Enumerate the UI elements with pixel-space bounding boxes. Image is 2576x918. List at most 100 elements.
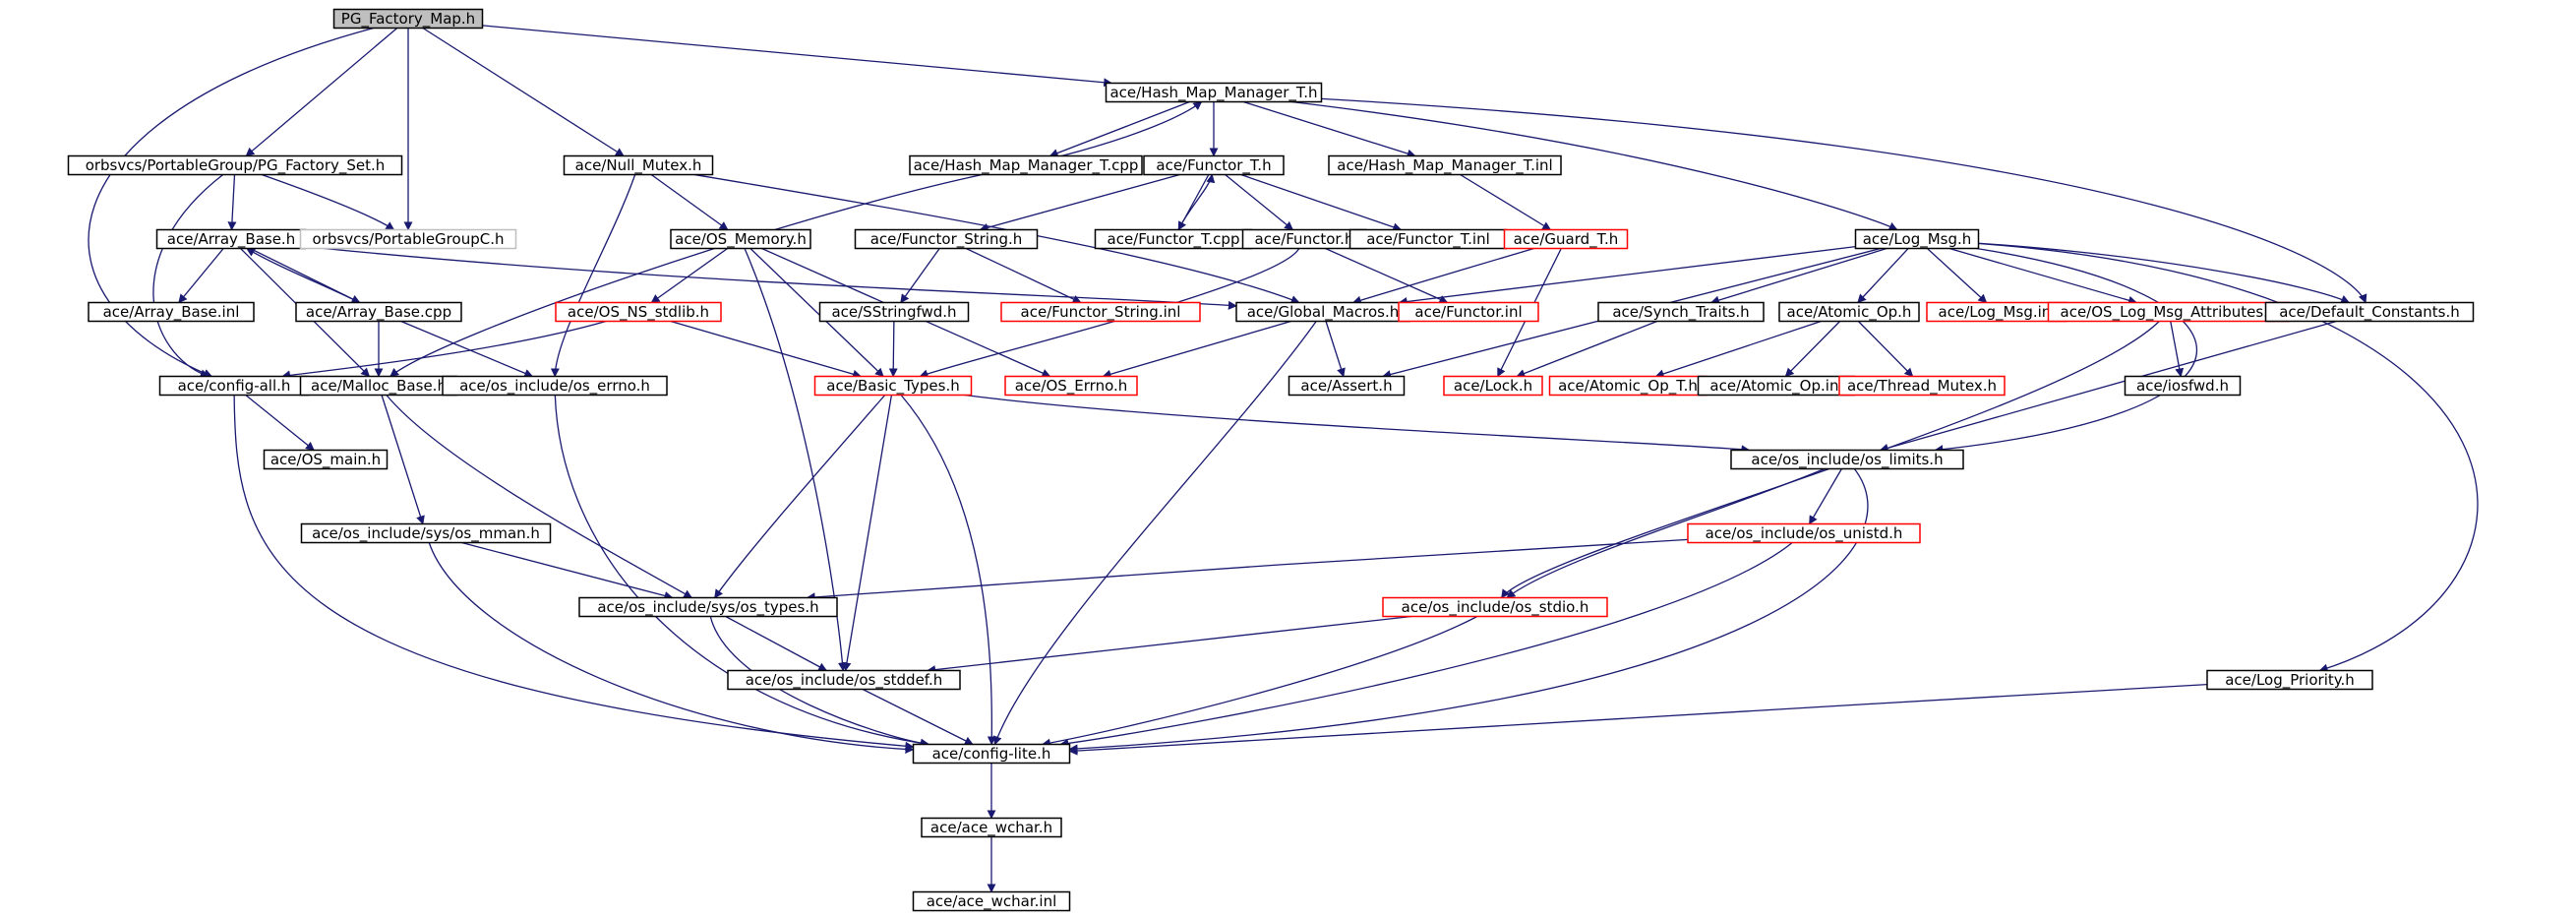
node-atomic_op_h[interactable]: ace/Atomic_Op.h: [1778, 301, 1920, 323]
node-os_limits[interactable]: ace/os_include/os_limits.h: [1730, 449, 1964, 470]
edge-log_msg_h-to-atomic_op_h: [1857, 248, 1909, 304]
node-thread_mutex[interactable]: ace/Thread_Mutex.h: [1838, 375, 2006, 397]
node-synch_traits[interactable]: ace/Synch_Traits.h: [1597, 301, 1765, 323]
edge-pg_factory_set-to-array_base_h: [227, 174, 237, 231]
node-log_msg_inl[interactable]: ace/Log_Msg.inl: [1926, 301, 2067, 323]
node-label: ace/Atomic_Op_T.h: [1558, 377, 1698, 396]
node-box: [912, 890, 1071, 912]
node-label: ace/OS_main.h: [270, 451, 381, 469]
node-config_lite[interactable]: ace/config-lite.h: [912, 743, 1071, 765]
node-log_msg_h[interactable]: ace/Log_Msg.h: [1854, 228, 1980, 250]
edge-array_base_cpp-to-array_base_h: [246, 247, 360, 304]
edge-os_stddef-to-config_lite: [862, 688, 974, 746]
edge-functor_h-to-functor_inl: [1325, 247, 1449, 304]
edge-pg_factory_map-to-config_all: [88, 27, 374, 378]
edge-pg_factory_set-to-config_all: [152, 173, 224, 378]
node-label: ace/Lock.h: [1454, 377, 1532, 395]
edge-hash_map_manager_t_h-to-log_msg_h: [1290, 100, 1898, 231]
node-functor_string_inl[interactable]: ace/Functor_String.inl: [1000, 301, 1201, 323]
node-os_ns_stdlib[interactable]: ace/OS_NS_stdlib.h: [555, 301, 722, 323]
node-box: [300, 522, 552, 544]
node-functor_t_cpp[interactable]: ace/Functor_T.cpp: [1094, 228, 1253, 250]
node-label: ace/Log_Priority.h: [2225, 671, 2355, 690]
node-array_base_h[interactable]: ace/Array_Base.h: [155, 228, 307, 250]
edge-global_macros-to-os_errno_h: [1102, 320, 1291, 379]
nodes-layer: PG_Factory_Map.h ace/Hash_Map_Manager_T.h…: [67, 8, 2475, 912]
node-basic_types[interactable]: ace/Basic_Types.h: [813, 375, 973, 397]
node-ace_wchar_inl[interactable]: ace/ace_wchar.inl: [912, 890, 1071, 912]
node-box: [1004, 375, 1138, 397]
edge-hash_map_manager_t_h-to-hash_map_manager_t_inl: [1242, 100, 1416, 158]
node-config_all[interactable]: ace/config-all.h: [158, 375, 310, 397]
node-box: [67, 154, 403, 176]
node-os_memory[interactable]: ace/OS_Memory.h: [670, 228, 811, 250]
edge-os_memory-to-os_stddef: [744, 248, 847, 672]
node-label: ace/Hash_Map_Manager_T.inl: [1337, 156, 1552, 175]
node-os_log_msg_attr[interactable]: ace/OS_Log_Msg_Attributes.h: [2047, 301, 2291, 323]
node-malloc_base[interactable]: ace/Malloc_Base.h: [299, 375, 458, 397]
node-hash_map_manager_t_h[interactable]: ace/Hash_Map_Manager_T.h: [1105, 82, 1323, 103]
node-label: ace/config-all.h: [178, 377, 291, 395]
edge-os_ns_stdlib-to-config_all: [281, 320, 607, 380]
node-label: ace/Functor.h: [1255, 230, 1354, 248]
edge-sstringfwd-to-basic_types: [888, 321, 898, 378]
node-label: ace/Hash_Map_Manager_T.cpp: [914, 156, 1139, 175]
node-os_errno_include[interactable]: ace/os_include/os_errno.h: [442, 375, 668, 397]
node-os_main[interactable]: ace/OS_main.h: [263, 449, 389, 470]
node-functor_string_h[interactable]: ace/Functor_String.h: [854, 228, 1039, 250]
node-label: ace/ace_wchar.inl: [927, 892, 1057, 911]
node-os_stddef[interactable]: ace/os_include/os_stddef.h: [727, 669, 961, 691]
node-log_priority[interactable]: ace/Log_Priority.h: [2206, 669, 2373, 691]
node-functor_h[interactable]: ace/Functor.h: [1241, 228, 1367, 250]
node-box: [727, 669, 961, 691]
node-assert_h[interactable]: ace/Assert.h: [1288, 375, 1406, 397]
node-iosfwd[interactable]: ace/iosfwd.h: [2124, 375, 2242, 397]
node-label: orbsvcs/PortableGroup/PG_Factory_Set.h: [86, 156, 386, 175]
node-label: ace/Basic_Types.h: [826, 377, 959, 396]
edge-os_mman-to-config_lite: [428, 542, 915, 754]
node-null_mutex[interactable]: ace/Null_Mutex.h: [563, 154, 714, 176]
node-atomic_op_inl[interactable]: ace/Atomic_Op.inl: [1697, 375, 1856, 397]
node-box: [299, 228, 517, 250]
node-guard_t[interactable]: ace/Guard_T.h: [1503, 228, 1629, 250]
node-functor_t_h[interactable]: ace/Functor_T.h: [1143, 154, 1285, 176]
edge-hash_map_manager_t_cpp-to-hash_map_manager_t_h: [1061, 100, 1203, 157]
node-global_macros[interactable]: ace/Global_Macros.h: [1235, 301, 1410, 323]
node-pg_factory_set[interactable]: orbsvcs/PortableGroup/PG_Factory_Set.h: [67, 154, 403, 176]
node-box: [1730, 449, 1964, 470]
node-box: [1000, 301, 1201, 323]
node-os_unistd[interactable]: ace/os_include/os_unistd.h: [1687, 522, 1921, 544]
node-box: [912, 743, 1071, 765]
node-os_mman[interactable]: ace/os_include/sys/os_mman.h: [300, 522, 552, 544]
node-default_constants[interactable]: ace/Default_Constants.h: [2264, 301, 2475, 323]
node-sstringfwd[interactable]: ace/SStringfwd.h: [818, 301, 970, 323]
node-hash_map_manager_t_cpp[interactable]: ace/Hash_Map_Manager_T.cpp: [909, 154, 1143, 176]
node-lock_h[interactable]: ace/Lock.h: [1443, 375, 1543, 397]
edge-functor_string_h-to-sstringfwd: [900, 248, 940, 304]
node-os_types[interactable]: ace/os_include/sys/os_types.h: [578, 596, 838, 618]
node-portablegroupc[interactable]: orbsvcs/PortableGroupC.h: [299, 228, 517, 250]
node-hash_map_manager_t_inl[interactable]: ace/Hash_Map_Manager_T.inl: [1328, 154, 1562, 176]
edge-basic_types-to-os_types: [714, 395, 886, 599]
node-atomic_op_t[interactable]: ace/Atomic_Op_T.h: [1548, 375, 1707, 397]
node-label: ace/os_include/os_errno.h: [459, 377, 650, 396]
node-box: [578, 596, 838, 618]
edge-atomic_op_h-to-thread_mutex: [1857, 321, 1914, 378]
edge-hash_map_manager_t_inl-to-guard_t: [1460, 173, 1552, 231]
edge-os_types-to-os_stddef: [725, 615, 828, 672]
node-box: [295, 301, 462, 323]
edge-os_limits-to-os_stdio: [1506, 467, 1826, 599]
node-os_errno_h[interactable]: ace/OS_Errno.h: [1004, 375, 1138, 397]
node-os_stdio[interactable]: ace/os_include/os_stdio.h: [1382, 596, 1608, 618]
node-label: ace/ace_wchar.h: [930, 819, 1052, 837]
node-array_base_inl[interactable]: ace/Array_Base.inl: [88, 301, 255, 323]
node-label: PG_Factory_Map.h: [341, 10, 475, 29]
edge-os_stdio-to-config_lite: [1041, 615, 1478, 748]
edge-basic_types-to-os_limits: [964, 394, 1751, 455]
node-array_base_cpp[interactable]: ace/Array_Base.cpp: [295, 301, 462, 323]
edge-os_limits-to-config_lite: [1068, 468, 1869, 754]
node-functor_t_inl[interactable]: ace/Functor_T.inl: [1348, 228, 1508, 250]
node-pg_factory_map[interactable]: PG_Factory_Map.h: [332, 8, 484, 30]
node-ace_wchar_h[interactable]: ace/ace_wchar.h: [921, 817, 1062, 838]
node-functor_inl[interactable]: ace/Functor.inl: [1398, 301, 1539, 323]
